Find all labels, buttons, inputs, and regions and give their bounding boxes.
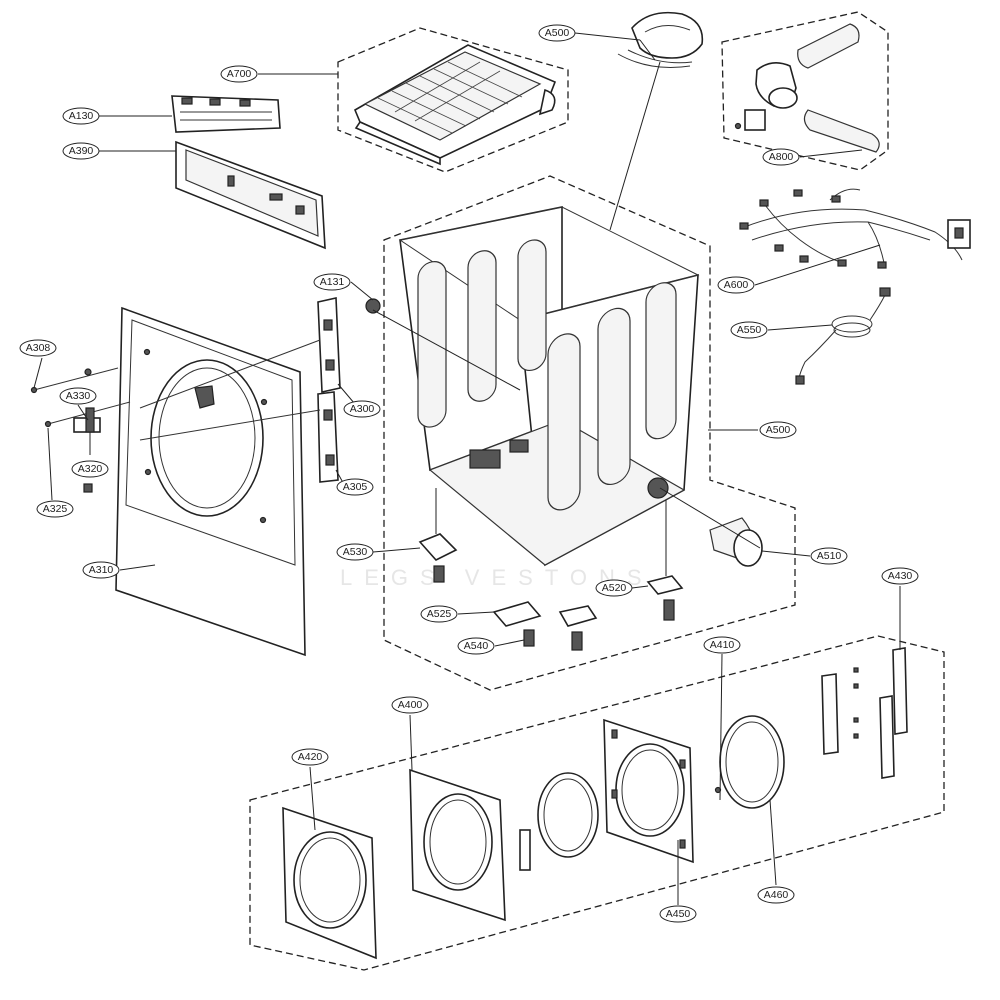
callout-A310: A310 bbox=[82, 561, 120, 579]
svg-text:A310: A310 bbox=[89, 564, 114, 576]
door-gasket bbox=[714, 715, 785, 809]
svg-text:A520: A520 bbox=[602, 582, 627, 594]
svg-text:A525: A525 bbox=[427, 608, 452, 620]
exhaust-duct bbox=[709, 517, 763, 567]
callout-A530: A530 bbox=[336, 543, 374, 561]
door-outer-panel bbox=[282, 806, 377, 960]
leg-bracket-525 bbox=[492, 601, 542, 647]
svg-text:A305: A305 bbox=[343, 481, 368, 493]
leg-bracket-530 bbox=[418, 533, 458, 583]
duct-group-outline bbox=[721, 11, 889, 171]
svg-text:A450: A450 bbox=[666, 908, 691, 920]
callout-A500-side: A500 bbox=[759, 421, 797, 439]
svg-text:A400: A400 bbox=[398, 699, 423, 711]
callout-A320: A320 bbox=[71, 460, 109, 478]
callout-A325: A325 bbox=[36, 500, 74, 518]
exhaust-duct-kit bbox=[734, 23, 880, 153]
callout-A800: A800 bbox=[762, 148, 800, 166]
cabinet bbox=[398, 206, 700, 567]
leg-bracket-center bbox=[558, 605, 598, 651]
callout-A400: A400 bbox=[391, 696, 429, 714]
svg-text:A330: A330 bbox=[66, 390, 91, 402]
callout-A550: A550 bbox=[730, 321, 768, 339]
svg-text:A600: A600 bbox=[724, 279, 749, 291]
callout-A410: A410 bbox=[703, 636, 741, 654]
door-frame bbox=[409, 768, 506, 922]
svg-text:A420: A420 bbox=[298, 751, 323, 763]
bushing bbox=[365, 298, 381, 314]
svg-text:A500: A500 bbox=[545, 27, 570, 39]
svg-text:A390: A390 bbox=[69, 145, 94, 157]
callout-A500-top: A500 bbox=[538, 24, 576, 42]
hinge-bracket-upper bbox=[317, 297, 341, 393]
svg-text:A510: A510 bbox=[817, 550, 842, 562]
screw-hardware bbox=[30, 339, 321, 493]
callout-A450: A450 bbox=[659, 905, 697, 923]
dryer-rack bbox=[353, 44, 557, 166]
door-handle bbox=[519, 829, 531, 871]
callout-A460: A460 bbox=[757, 886, 795, 904]
callout-A420: A420 bbox=[291, 748, 329, 766]
callout-A525: A525 bbox=[420, 605, 458, 623]
svg-text:A410: A410 bbox=[710, 639, 735, 651]
svg-text:A530: A530 bbox=[343, 546, 368, 558]
callout-A308: A308 bbox=[19, 339, 57, 357]
callout-A600: A600 bbox=[717, 276, 755, 294]
svg-text:A500: A500 bbox=[766, 424, 791, 436]
callout-A540: A540 bbox=[457, 637, 495, 655]
callout-A700: A700 bbox=[220, 65, 258, 83]
callout-A131: A131 bbox=[313, 273, 351, 291]
svg-text:A700: A700 bbox=[227, 68, 252, 80]
callout-A520: A520 bbox=[595, 579, 633, 597]
callout-A510: A510 bbox=[810, 547, 848, 565]
svg-text:A130: A130 bbox=[69, 110, 94, 122]
callout-A300: A300 bbox=[343, 400, 381, 418]
svg-text:A540: A540 bbox=[464, 640, 489, 652]
svg-text:A300: A300 bbox=[350, 403, 375, 415]
svg-text:A131: A131 bbox=[320, 276, 345, 288]
door-glass-ring bbox=[537, 772, 599, 858]
svg-text:A460: A460 bbox=[764, 889, 789, 901]
control-panel-frame bbox=[175, 140, 326, 250]
door-group-outline bbox=[249, 635, 945, 971]
callout-A305: A305 bbox=[336, 478, 374, 496]
svg-text:A308: A308 bbox=[26, 342, 51, 354]
svg-text:A430: A430 bbox=[888, 570, 913, 582]
door-hinge-plate bbox=[603, 718, 694, 864]
wire-harness bbox=[739, 188, 971, 269]
svg-text:A800: A800 bbox=[769, 151, 794, 163]
svg-text:A550: A550 bbox=[737, 324, 762, 336]
dryer-rack-group-outline bbox=[337, 27, 569, 173]
callout-A330: A330 bbox=[59, 387, 97, 405]
watermark: LEGS VESTONS bbox=[340, 565, 654, 590]
leg-bracket-520 bbox=[646, 575, 684, 621]
cabinet-group-outline bbox=[383, 175, 796, 691]
door-hinges bbox=[821, 647, 908, 779]
callout-A390: A390 bbox=[62, 142, 100, 160]
hinge-bracket-lower bbox=[317, 391, 339, 483]
power-cord bbox=[795, 287, 891, 385]
leader-lines bbox=[33, 32, 901, 905]
callout-A130: A130 bbox=[62, 107, 100, 125]
svg-text:A320: A320 bbox=[78, 463, 103, 475]
svg-text:A325: A325 bbox=[43, 503, 68, 515]
blower-housing bbox=[617, 11, 704, 68]
front-panel bbox=[115, 306, 306, 657]
callout-A430: A430 bbox=[881, 567, 919, 585]
control-pcb bbox=[171, 95, 281, 133]
